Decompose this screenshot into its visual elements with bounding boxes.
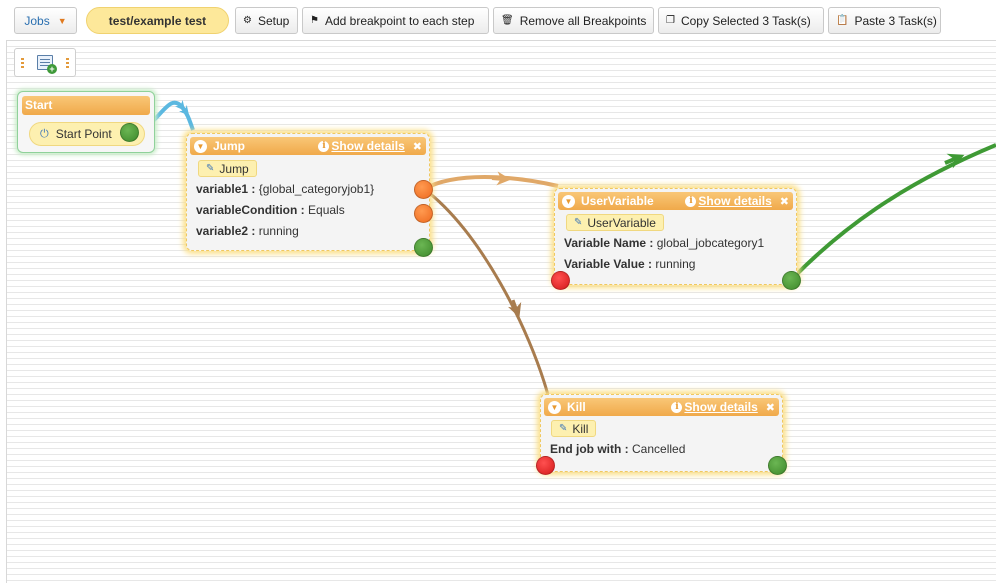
uservariable-node[interactable]: ▼ UserVariable i Show details ✖ ✎ UserVa… <box>554 188 797 285</box>
prop-label: Variable Name : <box>564 236 654 250</box>
uservariable-prop-value: Variable Value : running <box>564 257 695 271</box>
close-icon[interactable]: ✖ <box>779 195 789 208</box>
prop-label: Variable Value : <box>564 257 653 271</box>
kill-node[interactable]: ▼ Kill i Show details ✖ ✎ Kill End job w… <box>540 394 783 472</box>
uservariable-node-title: UserVariable <box>581 194 654 208</box>
copy-icon: ❐ <box>666 15 675 26</box>
uservariable-output-port[interactable] <box>782 271 801 290</box>
trash-icon: 🗑 <box>501 15 514 26</box>
add-breakpoint-label: Add breakpoint to each step <box>324 13 475 28</box>
gear-icon: ⚙ <box>243 15 252 26</box>
uservariable-prop-name: Variable Name : global_jobcategory1 <box>564 236 764 250</box>
jump-tag-label: Jump <box>219 161 249 176</box>
kill-node-header: ▼ Kill i Show details ✖ <box>544 398 779 416</box>
kill-show-details-label: Show details <box>684 400 758 414</box>
start-node-header: Start <box>22 96 150 115</box>
uservariable-error-port[interactable] <box>551 271 570 290</box>
kill-show-details-link[interactable]: i Show details <box>671 400 758 414</box>
kill-error-port[interactable] <box>536 456 555 475</box>
pencil-icon: ✎ <box>559 423 568 434</box>
start-node[interactable]: Start ⏻ Start Point <box>17 91 155 153</box>
jump-prop-variable2: variable2 : running <box>196 224 299 238</box>
setup-button[interactable]: ⚙ Setup <box>235 7 298 34</box>
kill-node-title: Kill <box>567 400 586 414</box>
start-point-label: Start Point <box>55 127 112 141</box>
jump-node[interactable]: ▼ Jump i Show details ✖ ✎ Jump variable1… <box>186 133 430 251</box>
collapse-icon[interactable]: ▼ <box>194 139 207 153</box>
copy-tasks-label: Copy Selected 3 Task(s) <box>680 13 811 28</box>
jump-show-details-link[interactable]: i Show details <box>318 139 405 153</box>
info-icon: i <box>671 401 683 413</box>
clipboard-icon: 📋 <box>836 15 849 26</box>
jump-node-header: ▼ Jump i Show details ✖ <box>190 137 426 155</box>
prop-label: End job with : <box>550 442 629 456</box>
prop-value: running <box>655 257 696 271</box>
jump-node-title: Jump <box>213 139 246 153</box>
jump-true-port[interactable] <box>414 180 433 199</box>
jump-prop-variable1: variable1 : {global_categoryjob1} <box>196 182 374 196</box>
uservariable-show-details-link[interactable]: i Show details <box>685 194 772 208</box>
jobs-menu-button[interactable]: Jobs ▼ <box>14 7 77 34</box>
uservariable-node-header: ▼ UserVariable i Show details ✖ <box>558 192 793 210</box>
kill-tag-label: Kill <box>572 421 589 436</box>
prop-label: variable1 : <box>196 182 256 196</box>
pencil-icon: ✎ <box>206 163 215 174</box>
kill-output-port[interactable] <box>768 456 787 475</box>
prop-label: variableCondition : <box>196 203 305 217</box>
setup-label: Setup <box>257 13 290 28</box>
prop-value: global_jobcategory1 <box>656 236 765 250</box>
prop-value: Equals <box>308 203 345 217</box>
add-breakpoint-button[interactable]: ⚑ Add breakpoint to each step <box>302 7 489 34</box>
paste-tasks-button[interactable]: 📋 Paste 3 Task(s) <box>828 7 941 34</box>
canvas-toolbar: + <box>14 48 76 77</box>
prop-value: running <box>258 224 299 238</box>
jump-type-tag[interactable]: ✎ Jump <box>198 160 257 177</box>
prop-value: Cancelled <box>632 442 686 456</box>
info-icon: i <box>318 140 330 152</box>
close-icon[interactable]: ✖ <box>412 140 422 153</box>
toolbar: Jobs ▼ test/example test ⚙ Setup ⚑ Add b… <box>0 0 996 40</box>
uservariable-show-details-label: Show details <box>698 194 772 208</box>
drag-handle-icon[interactable] <box>21 58 24 69</box>
pencil-icon: ✎ <box>574 217 583 228</box>
paste-tasks-label: Paste 3 Task(s) <box>854 13 937 28</box>
uservariable-type-tag[interactable]: ✎ UserVariable <box>566 214 664 231</box>
prop-label: variable2 : <box>196 224 256 238</box>
uservariable-tag-label: UserVariable <box>587 215 656 230</box>
kill-prop-endjob: End job with : Cancelled <box>550 442 685 456</box>
collapse-icon[interactable]: ▼ <box>562 194 575 208</box>
chevron-down-icon: ▼ <box>57 15 67 26</box>
info-icon: i <box>685 195 697 207</box>
jobs-label: Jobs <box>24 13 50 28</box>
start-output-port[interactable] <box>120 123 139 142</box>
remove-breakpoints-button[interactable]: 🗑 Remove all Breakpoints <box>493 7 654 34</box>
jump-false-port[interactable] <box>414 204 433 223</box>
job-title[interactable]: test/example test <box>86 7 229 34</box>
kill-type-tag[interactable]: ✎ Kill <box>551 420 597 437</box>
add-step-icon[interactable]: + <box>37 55 57 74</box>
close-icon[interactable]: ✖ <box>765 401 775 414</box>
copy-tasks-button[interactable]: ❐ Copy Selected 3 Task(s) <box>658 7 824 34</box>
drag-handle-icon[interactable] <box>66 58 69 69</box>
jump-show-details-label: Show details <box>331 139 405 153</box>
prop-value: {global_categoryjob1} <box>258 182 375 196</box>
jump-output-port[interactable] <box>414 238 433 257</box>
jump-prop-variablecondition: variableCondition : Equals <box>196 203 345 217</box>
remove-breakpoints-label: Remove all Breakpoints <box>519 13 647 28</box>
flag-icon: ⚑ <box>310 15 319 26</box>
power-icon: ⏻ <box>40 127 49 140</box>
collapse-icon[interactable]: ▼ <box>548 400 561 414</box>
